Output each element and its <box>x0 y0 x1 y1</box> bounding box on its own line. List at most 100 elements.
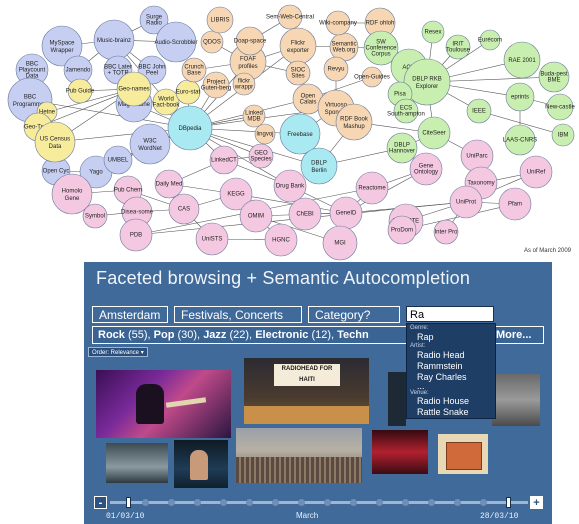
lod-node-label: IRIT <box>452 42 464 48</box>
lod-node-label: BBC Later <box>104 65 132 71</box>
suggestion-venue-radiohouse[interactable]: Radio House <box>417 396 470 406</box>
lod-node: QDOS <box>200 30 224 54</box>
facet-location[interactable]: Amsterdam <box>92 306 168 323</box>
lod-node-circle <box>387 215 417 245</box>
lod-node: New-castle <box>545 93 575 121</box>
suggestion-artist-raycharles[interactable]: Ray Charles <box>417 372 467 382</box>
lod-node-circle <box>538 61 570 93</box>
lod-node-label: Semantic <box>331 42 356 48</box>
lod-node-label: Sem-Web-Central <box>266 15 314 21</box>
lod-node-circle <box>219 177 253 211</box>
lod-node: Doap-space <box>234 26 267 56</box>
lod-node-label: flickr <box>238 79 250 85</box>
lod-node: KEGG <box>219 177 253 211</box>
lod-node-label: Inter Pro <box>434 230 458 236</box>
timeline-track[interactable] <box>110 501 528 504</box>
lod-node: GeneID <box>329 196 363 230</box>
storefront-lights <box>244 406 369 424</box>
facet-event-type[interactable]: Festivals, Concerts <box>174 306 302 323</box>
lod-node: Freebase <box>279 113 321 155</box>
timeline-tick <box>454 499 461 506</box>
order-dropdown[interactable]: Order: Relevance ▾ <box>88 347 148 357</box>
photo-product-box[interactable] <box>438 434 488 474</box>
zoom-out-button[interactable]: - <box>94 496 107 509</box>
lod-node: Resex <box>421 20 445 44</box>
lod-node: Music-brainz <box>93 19 135 61</box>
timeline-end-date: 28/03/10 <box>480 512 519 521</box>
category-rock[interactable]: Rock (55), <box>98 329 151 341</box>
suggestion-artist-more[interactable]: ... <box>417 381 425 391</box>
photo-stage-outdoor[interactable] <box>106 443 168 483</box>
lod-node: Audio-Scrobbler <box>154 21 198 63</box>
lod-node: OMIM <box>239 199 273 233</box>
lod-node-circle <box>139 5 169 35</box>
timeline-tick <box>194 499 201 506</box>
category-techno[interactable]: Techn <box>337 329 369 341</box>
lod-node: MGI <box>322 225 358 261</box>
photo-festival-crowd[interactable] <box>236 428 362 483</box>
box-shape <box>446 442 482 470</box>
lod-node-circle <box>119 218 153 252</box>
timeline-tick <box>220 499 227 506</box>
lod-node-circle <box>264 223 298 257</box>
timeline-end-handle[interactable] <box>506 497 511 508</box>
lod-edge <box>54 127 191 143</box>
lod-node-label: UMBEL <box>108 158 129 164</box>
lod-node-circle <box>322 225 358 261</box>
lod-node-label: Web.org <box>333 48 356 54</box>
lod-node-circle <box>248 143 274 169</box>
more-categories-link[interactable]: More... <box>496 329 532 341</box>
lod-node-circle <box>195 222 229 256</box>
category-electronic[interactable]: Electronic (12), <box>255 329 335 341</box>
photo-concert-singer[interactable] <box>96 370 231 438</box>
facet-category[interactable]: Category? <box>308 306 400 323</box>
lod-node-label: BBC <box>24 94 37 100</box>
lod-node-label: Gene <box>419 164 434 170</box>
lod-node-circle <box>361 66 383 88</box>
timeline-slider: - + <box>88 496 548 510</box>
suggestion-venue-rattlesnake[interactable]: Rattle Snake <box>417 407 469 417</box>
lod-node-circle <box>206 6 234 34</box>
lod-node-circle <box>235 26 265 56</box>
lod-node-label: Yago <box>89 170 103 176</box>
suggestion-artist-rammstein[interactable]: Rammstein <box>417 361 463 371</box>
lod-node-label: WordNet <box>138 146 162 152</box>
timeline-tick <box>272 499 279 506</box>
timeline-start-handle[interactable] <box>126 497 131 508</box>
lod-node-label: Ontology <box>414 170 438 176</box>
lod-node-label: South-ampton <box>387 112 425 118</box>
lod-node: HGNC <box>264 223 298 257</box>
photo-guitarist-dark[interactable] <box>174 440 228 488</box>
suggestion-artist-radiohead[interactable]: Radio Head <box>417 350 465 360</box>
lod-node-label: Freebase <box>287 132 313 138</box>
lod-node-circle <box>409 152 443 186</box>
lod-node-label: Sites <box>291 74 304 80</box>
category-jazz[interactable]: Jazz (22), <box>203 329 253 341</box>
lod-node-circle <box>466 98 492 124</box>
autocomplete-search-input[interactable]: Ra <box>406 306 494 322</box>
lod-node-label: Music-brainz <box>97 38 131 44</box>
zoom-in-button[interactable]: + <box>530 496 543 509</box>
lod-node-circle <box>239 199 273 233</box>
lod-node-label: Daily Med <box>156 182 183 188</box>
photo-red-stage[interactable] <box>372 430 428 474</box>
lod-node-label: MDB <box>247 117 260 123</box>
photo-radiohead-marquee[interactable]: RADIOHEAD FOR HAITI <box>244 358 369 424</box>
lod-node-label: Wiki-company <box>319 21 357 27</box>
suggestion-genre-rap[interactable]: Rap <box>417 332 434 342</box>
lod-node-label: GEO <box>254 151 268 157</box>
category-pop[interactable]: Pop (30), <box>153 329 201 341</box>
lod-node: Reactome <box>355 171 389 205</box>
photo-partial-left[interactable] <box>388 372 406 426</box>
timeline-month-label: March <box>296 511 319 520</box>
photo-gray-venue[interactable] <box>492 374 540 426</box>
